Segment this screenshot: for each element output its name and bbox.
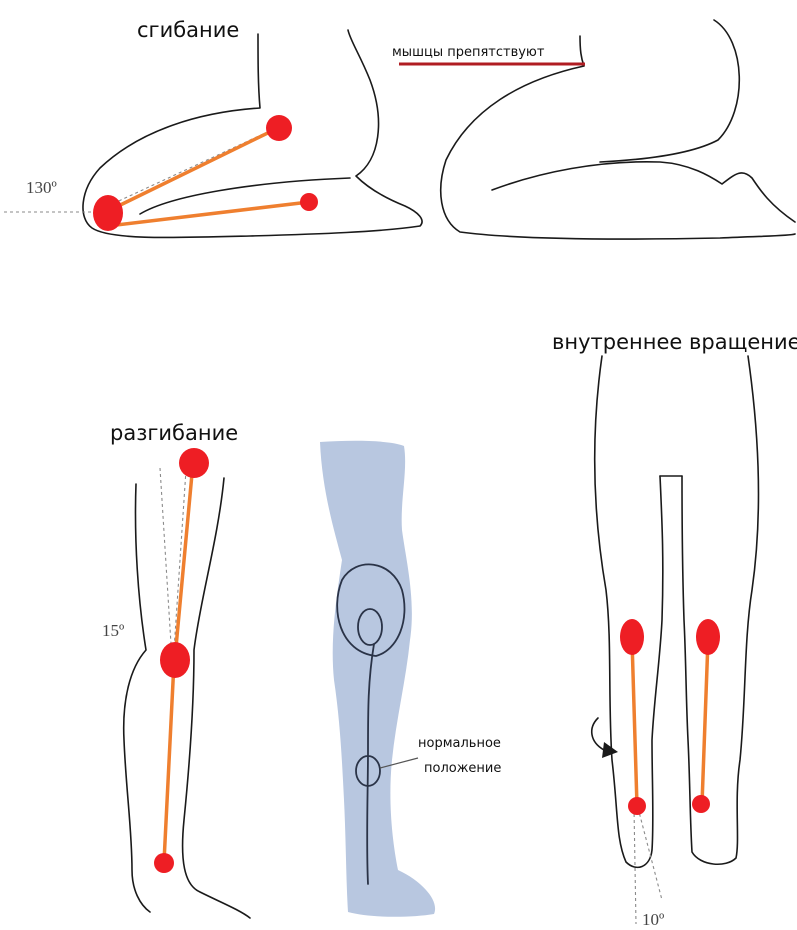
rotation-left-leg-outer <box>595 356 663 867</box>
flexion-shin-bone <box>108 202 309 226</box>
rotation-right-knee-joint <box>696 619 720 655</box>
muscles-torso-outline <box>441 36 795 239</box>
muscles-label: мышцы препятствуют <box>392 45 545 60</box>
extension-ankle-joint <box>154 853 174 873</box>
extension-hip-joint <box>179 448 209 478</box>
muscles-panel: мышцы препятствуют <box>392 20 795 239</box>
extension-thigh-bone <box>175 463 193 658</box>
rotation-panel: внутреннее вращение 10º <box>552 330 797 929</box>
flexion-thigh-outline <box>83 30 422 238</box>
rotation-ref-line-2 <box>638 808 662 900</box>
extension-ref-line-1 <box>160 468 172 660</box>
flexion-angle-label: 130º <box>26 178 57 197</box>
rotation-right-ankle-joint <box>692 795 710 813</box>
flexion-panel: сгибание 130º <box>4 18 422 238</box>
extension-knee-joint <box>160 642 190 678</box>
extension-title: разгибание <box>110 421 238 445</box>
rotation-right-shin-bone <box>702 640 708 804</box>
rotation-arrow-icon <box>592 718 604 750</box>
normal-position-panel: нормальное положение <box>320 441 501 917</box>
normal-leg-silhouette <box>320 441 435 917</box>
rotation-arrowhead-icon <box>602 742 618 758</box>
extension-panel: разгибание 15º <box>102 421 250 918</box>
rotation-left-ankle-joint <box>628 797 646 815</box>
muscles-back-outline <box>600 20 739 162</box>
flexion-hip-joint <box>266 115 292 141</box>
flexion-thigh-bone <box>106 128 278 212</box>
rotation-ref-line-1 <box>634 808 636 924</box>
rotation-angle-label: 10º <box>642 910 664 929</box>
rotation-right-leg-outer <box>682 356 758 864</box>
rotation-left-knee-joint <box>620 619 644 655</box>
extension-shin-bone <box>164 662 174 862</box>
muscles-calf-outline <box>492 162 795 222</box>
rotation-left-shin-bone <box>632 640 637 806</box>
extension-leg-front-outline <box>183 478 250 918</box>
rotation-title: внутреннее вращение <box>552 330 797 354</box>
normal-position-label-line2: положение <box>424 761 501 776</box>
flexion-knee-joint <box>93 195 123 231</box>
extension-leg-back-outline <box>124 484 150 912</box>
normal-position-label-line1: нормальное <box>418 736 501 751</box>
flexion-title: сгибание <box>137 18 239 42</box>
flexion-ankle-joint <box>300 193 318 211</box>
extension-angle-label: 15º <box>102 621 124 640</box>
